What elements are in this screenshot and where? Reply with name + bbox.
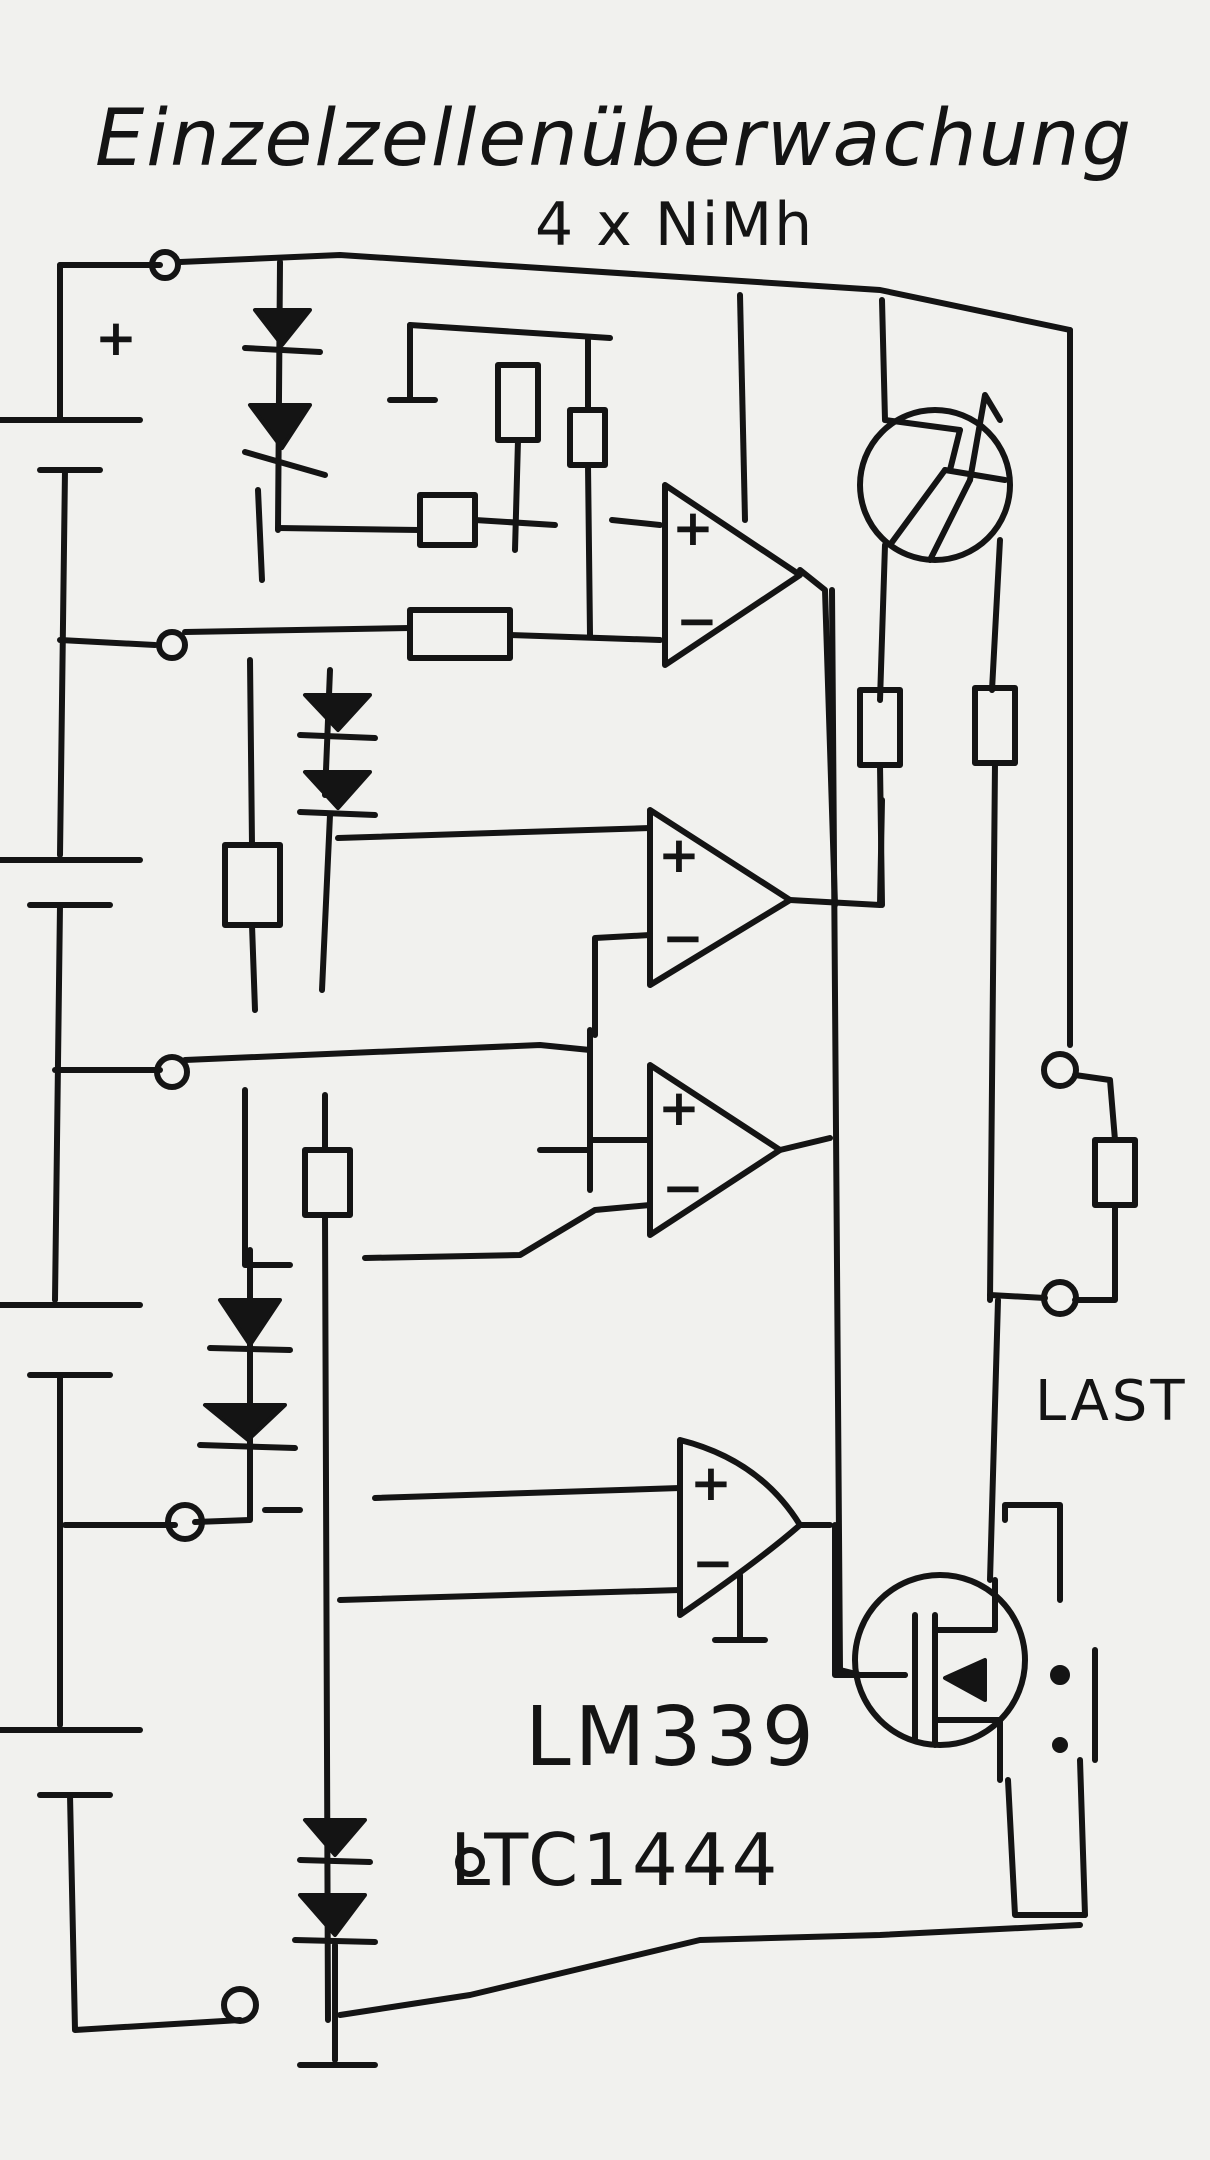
terminal-top	[149, 249, 181, 281]
comparator-ic-label: LM339	[525, 1690, 818, 1785]
pnp-transistor	[857, 297, 1018, 1303]
terminal-cell-2	[156, 629, 188, 661]
battery-stack: +	[0, 262, 243, 2033]
svg-text:+: +	[658, 1079, 700, 1137]
mid-tap-wire	[182, 1042, 593, 1063]
reference-bullet	[455, 1847, 485, 1877]
mosfet	[832, 1297, 1098, 1918]
svg-text:−: −	[662, 1159, 704, 1217]
tap-wire-2	[57, 637, 158, 648]
subtitle-text: 4 x NiMh	[535, 190, 814, 260]
reference-diodes	[292, 1818, 1083, 2068]
svg-text:+: +	[658, 826, 700, 884]
reference-ic-label: LTC1444	[450, 1818, 781, 1902]
stage-1: + −	[182, 259, 838, 908]
output-bus-wire	[829, 587, 908, 1678]
svg-text:−: −	[676, 592, 718, 650]
stage-4: + −	[192, 1247, 833, 1643]
stage-3: + −	[242, 1062, 833, 2023]
title-text: Einzelzellenüberwachung	[95, 94, 1133, 184]
terminal-cell-3	[154, 1054, 190, 1090]
terminal-bottom	[221, 1986, 259, 2024]
load-section: LAST	[987, 1051, 1188, 1434]
stage-2: + −	[222, 657, 885, 1038]
svg-text:+: +	[690, 1454, 732, 1512]
top-rail-wire	[177, 252, 1073, 333]
load-label: LAST	[1035, 1369, 1188, 1434]
svg-text:−: −	[692, 1534, 734, 1592]
svg-text:−: −	[662, 909, 704, 967]
svg-text:+: +	[672, 499, 714, 557]
battery-plus-sign: +	[95, 309, 137, 367]
